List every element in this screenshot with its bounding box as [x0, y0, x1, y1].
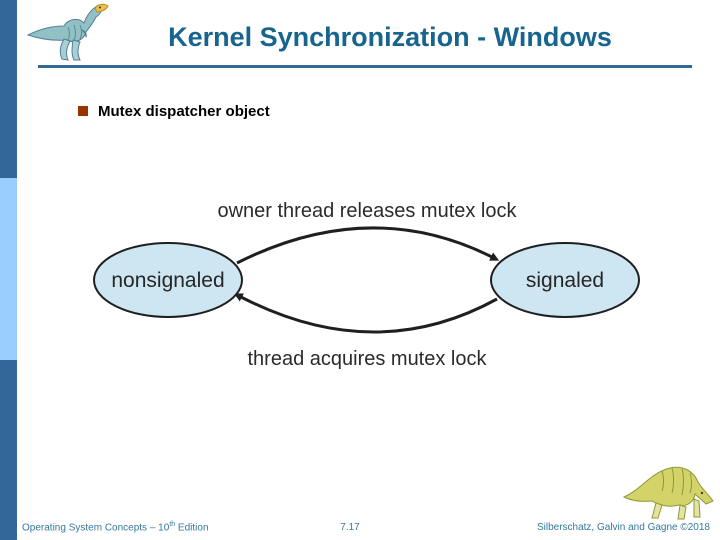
footer-edition-superscript: th: [169, 520, 176, 528]
dinosaur-footer-icon: [622, 466, 714, 520]
accent-bar-bottom-segment: [0, 360, 17, 540]
bottom-transition-arrow: [233, 293, 498, 334]
footer-edition-suffix: Edition: [175, 522, 209, 533]
top-transition-arrow: [236, 226, 500, 265]
nonsignaled-state-label: nonsignaled: [111, 269, 224, 292]
page-title: Kernel Synchronization - Windows: [168, 22, 612, 52]
bullet-text: Mutex dispatcher object: [98, 103, 270, 120]
footer-book-title-prefix: Operating System Concepts – 10: [22, 522, 170, 533]
footer-copyright: Silberschatz, Galvin and Gagne ©2018: [536, 522, 710, 533]
mutex-state-diagram: owner thread releases mutex lock nonsign…: [93, 200, 640, 370]
bullet-square-icon: [78, 106, 88, 116]
accent-bar-top-segment: [0, 0, 17, 178]
accent-bar-middle-segment: [0, 178, 17, 360]
footer-book-title: Operating System Concepts – 10th Edition: [22, 521, 209, 533]
nonsignaled-state-ellipse: [93, 242, 243, 318]
signaled-state-label: signaled: [526, 269, 604, 292]
left-accent-bar: [0, 0, 17, 540]
bullet-item: Mutex dispatcher object: [78, 103, 270, 120]
bottom-arrow-label: thread acquires mutex lock: [247, 348, 487, 370]
footer: Operating System Concepts – 10th Edition…: [0, 520, 720, 533]
footer-page-number: 7.17: [340, 522, 360, 533]
top-arrow-label: owner thread releases mutex lock: [217, 200, 517, 222]
title-underline: [38, 65, 692, 68]
signaled-state-ellipse: [490, 242, 640, 318]
dinosaur-logo-icon: [26, 3, 109, 61]
